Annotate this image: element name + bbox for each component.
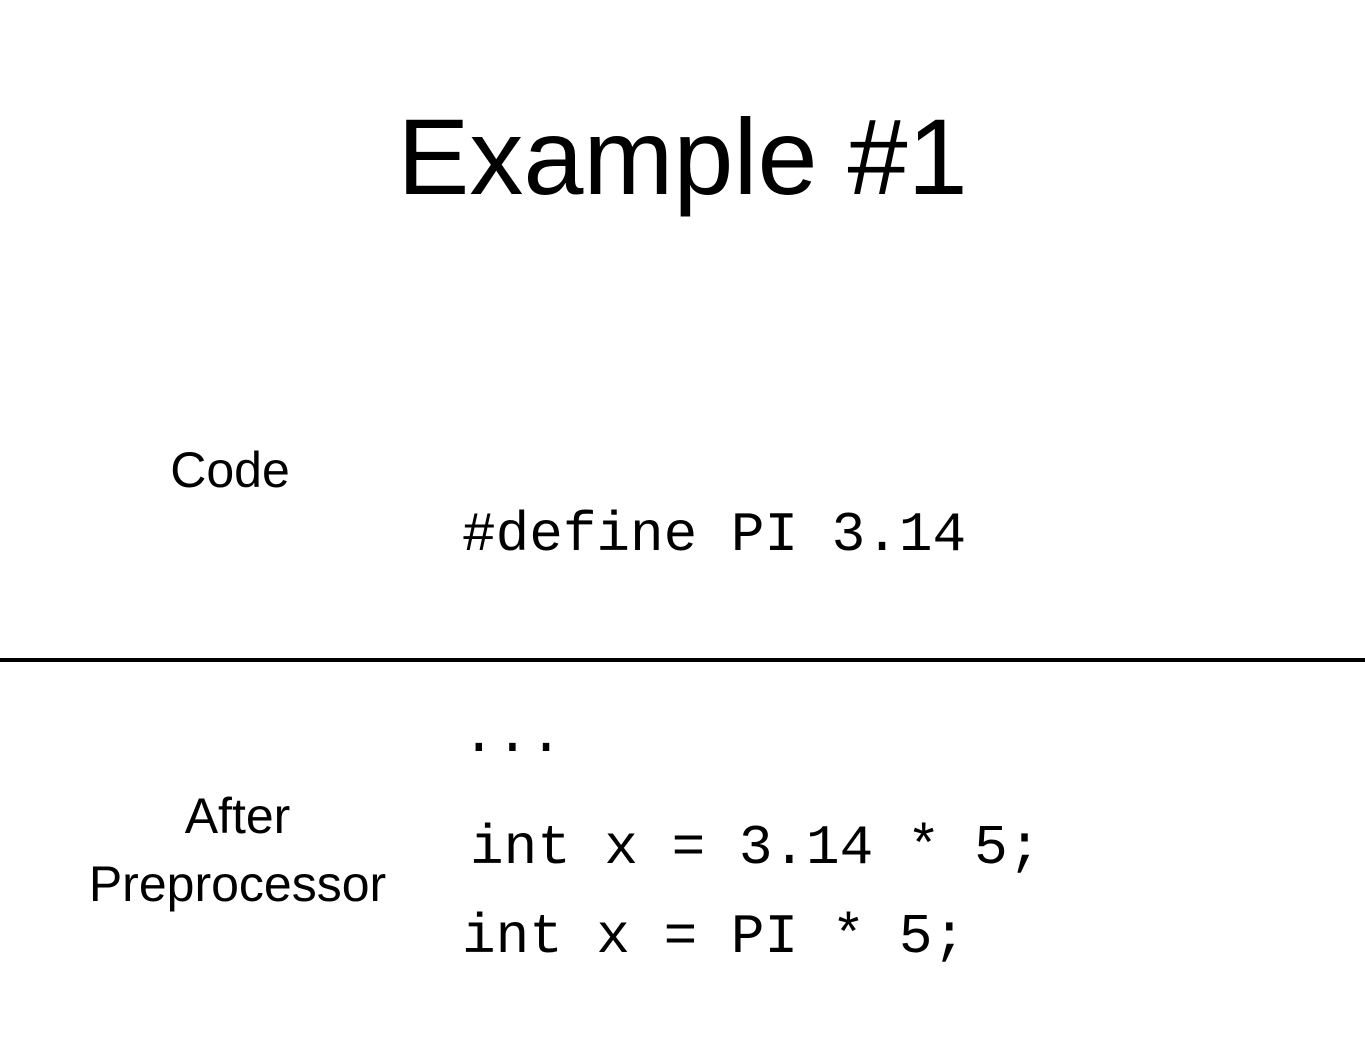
code-line: int x = PI * 5; bbox=[462, 905, 967, 969]
slide-title: Example #1 bbox=[397, 96, 968, 217]
after-preprocessor-label-line2: Preprocessor bbox=[88, 856, 387, 912]
after-preprocessor-label-line1: After bbox=[184, 788, 291, 844]
code-line: ... bbox=[462, 704, 563, 768]
source-code-block: #define PI 3.14 ... int x = PI * 5; bbox=[462, 368, 966, 1038]
code-line: #define PI 3.14 bbox=[462, 503, 967, 567]
code-label: Code bbox=[170, 442, 290, 498]
section-divider bbox=[0, 658, 1365, 662]
after-preprocessor-label: After Preprocessor bbox=[40, 782, 435, 918]
preprocessed-code-line: int x = 3.14 * 5; bbox=[470, 816, 1042, 880]
